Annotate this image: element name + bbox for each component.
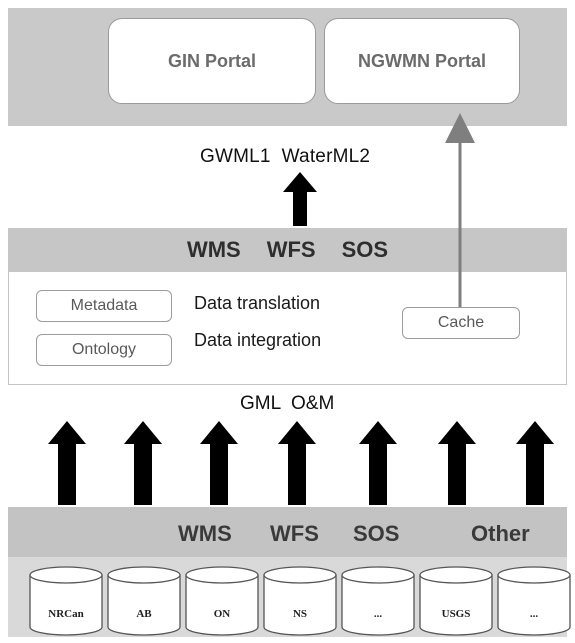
intermediate-formats-label: GML O&M <box>240 393 335 414</box>
cylinder-ab <box>107 566 181 636</box>
cylinder-on <box>185 566 259 636</box>
data-source-label-ab: AB <box>136 608 152 620</box>
data-source-label-usgs: USGS <box>441 608 471 620</box>
cylinder-nrcan <box>29 566 103 636</box>
data-source-label-ellipsis-2: ... <box>529 608 539 620</box>
provider-service-wfs: WFS <box>270 521 319 546</box>
provider-services-band <box>8 507 567 557</box>
provider-service-other: Other <box>471 521 530 546</box>
data-source-cylinders <box>29 566 571 636</box>
data-integration-text: Data integration <box>194 330 322 350</box>
output-formats-label: GWML1 WaterML2 <box>200 146 371 167</box>
middleware-services-band: WMS WFS SOS <box>8 228 567 272</box>
data-source-label-ellipsis-1: ... <box>373 608 383 620</box>
up-arrow-3 <box>200 421 238 505</box>
cylinder-ns <box>263 566 337 636</box>
gin-portal-box: GIN Portal <box>108 18 316 104</box>
ngwmn-portal-box: NGWMN Portal <box>324 18 520 104</box>
data-source-label-on: ON <box>213 608 231 620</box>
metadata-box: Metadata <box>36 290 172 322</box>
ngwmn-portal-label: NGWMN Portal <box>358 50 486 71</box>
middleware-service-wms: WMS <box>186 237 241 262</box>
ontology-label: Ontology <box>71 341 137 358</box>
provider-service-wms: WMS <box>178 521 232 546</box>
data-source-label-nrcan: NRCan <box>48 608 84 620</box>
data-translation-text: Data translation <box>194 293 321 313</box>
cylinder-ellipsis-1 <box>341 566 415 636</box>
cache-label: Cache <box>437 314 485 331</box>
provider-to-middleware-arrows <box>48 421 554 505</box>
up-arrow-1 <box>48 421 86 505</box>
cylinder-ellipsis-2 <box>497 566 571 636</box>
data-source-label-ns: NS <box>292 608 308 620</box>
gin-portal-label: GIN Portal <box>167 50 256 71</box>
portal-layer: GIN Portal NGWMN Portal <box>8 8 567 126</box>
up-arrow-6 <box>438 421 476 505</box>
cache-box: Cache <box>402 307 520 339</box>
ontology-box: Ontology <box>36 334 172 366</box>
up-arrow-2 <box>124 421 162 505</box>
middleware-service-wfs: WFS <box>266 237 316 262</box>
metadata-label: Metadata <box>70 297 138 314</box>
middleware-to-portal-arrow <box>283 172 317 226</box>
cylinder-usgs <box>419 566 493 636</box>
up-arrow-7 <box>516 421 554 505</box>
provider-service-sos: SOS <box>353 521 400 546</box>
up-arrow-5 <box>359 421 397 505</box>
up-arrow-4 <box>278 421 316 505</box>
middleware-service-sos: SOS <box>341 237 389 262</box>
